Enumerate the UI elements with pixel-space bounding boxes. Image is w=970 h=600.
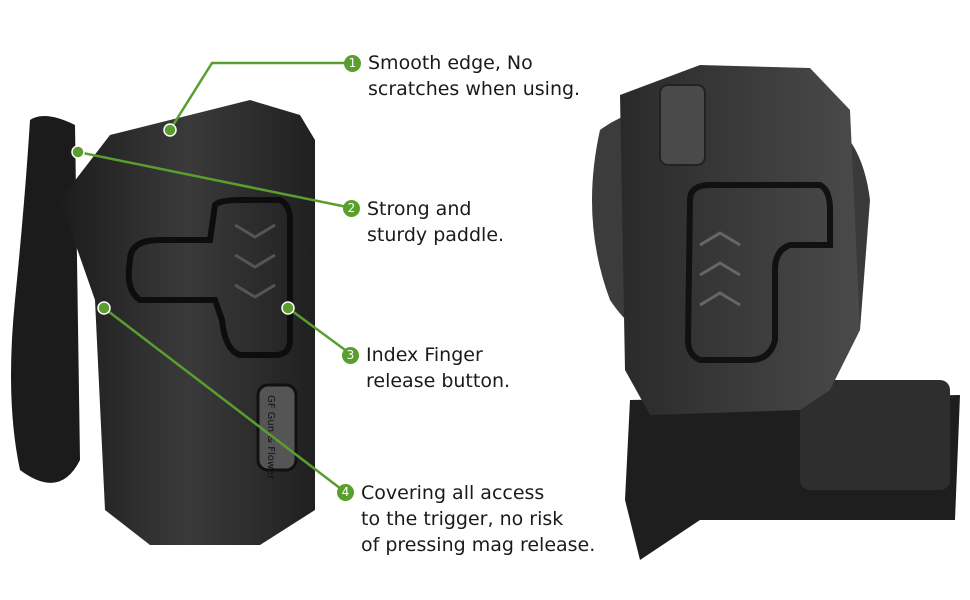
callout-line: Smooth edge, No (368, 52, 533, 74)
callout-1: Smooth edge, No scratches when using. (368, 50, 580, 102)
callout-line: Index Finger (366, 344, 483, 366)
callout-4: Covering all access to the trigger, no r… (361, 480, 595, 558)
callout-1-badge: 1 (344, 55, 361, 72)
callout-line: Strong and (367, 198, 472, 220)
callout-3: Index Finger release button. (366, 342, 510, 394)
callout-2: Strong and sturdy paddle. (367, 196, 504, 248)
callout-3-badge: 3 (342, 347, 359, 364)
callout-2-badge: 2 (343, 200, 360, 217)
paddle (11, 116, 80, 483)
callout-line: Covering all access (361, 482, 545, 504)
callout-4-badge: 4 (337, 484, 354, 501)
callout-line: to the trigger, no risk (361, 508, 564, 530)
holster-left-body (60, 100, 315, 545)
callout-line: sturdy paddle. (367, 224, 505, 246)
callout-line: scratches when using. (368, 78, 581, 100)
callout-line: of pressing mag release. (361, 534, 596, 556)
brand-logo-plate (256, 383, 298, 472)
callout-line: release button. (366, 370, 511, 392)
callout-leader-lines (77, 61, 353, 493)
brand-logo: GF Gun & Flower (265, 395, 276, 480)
